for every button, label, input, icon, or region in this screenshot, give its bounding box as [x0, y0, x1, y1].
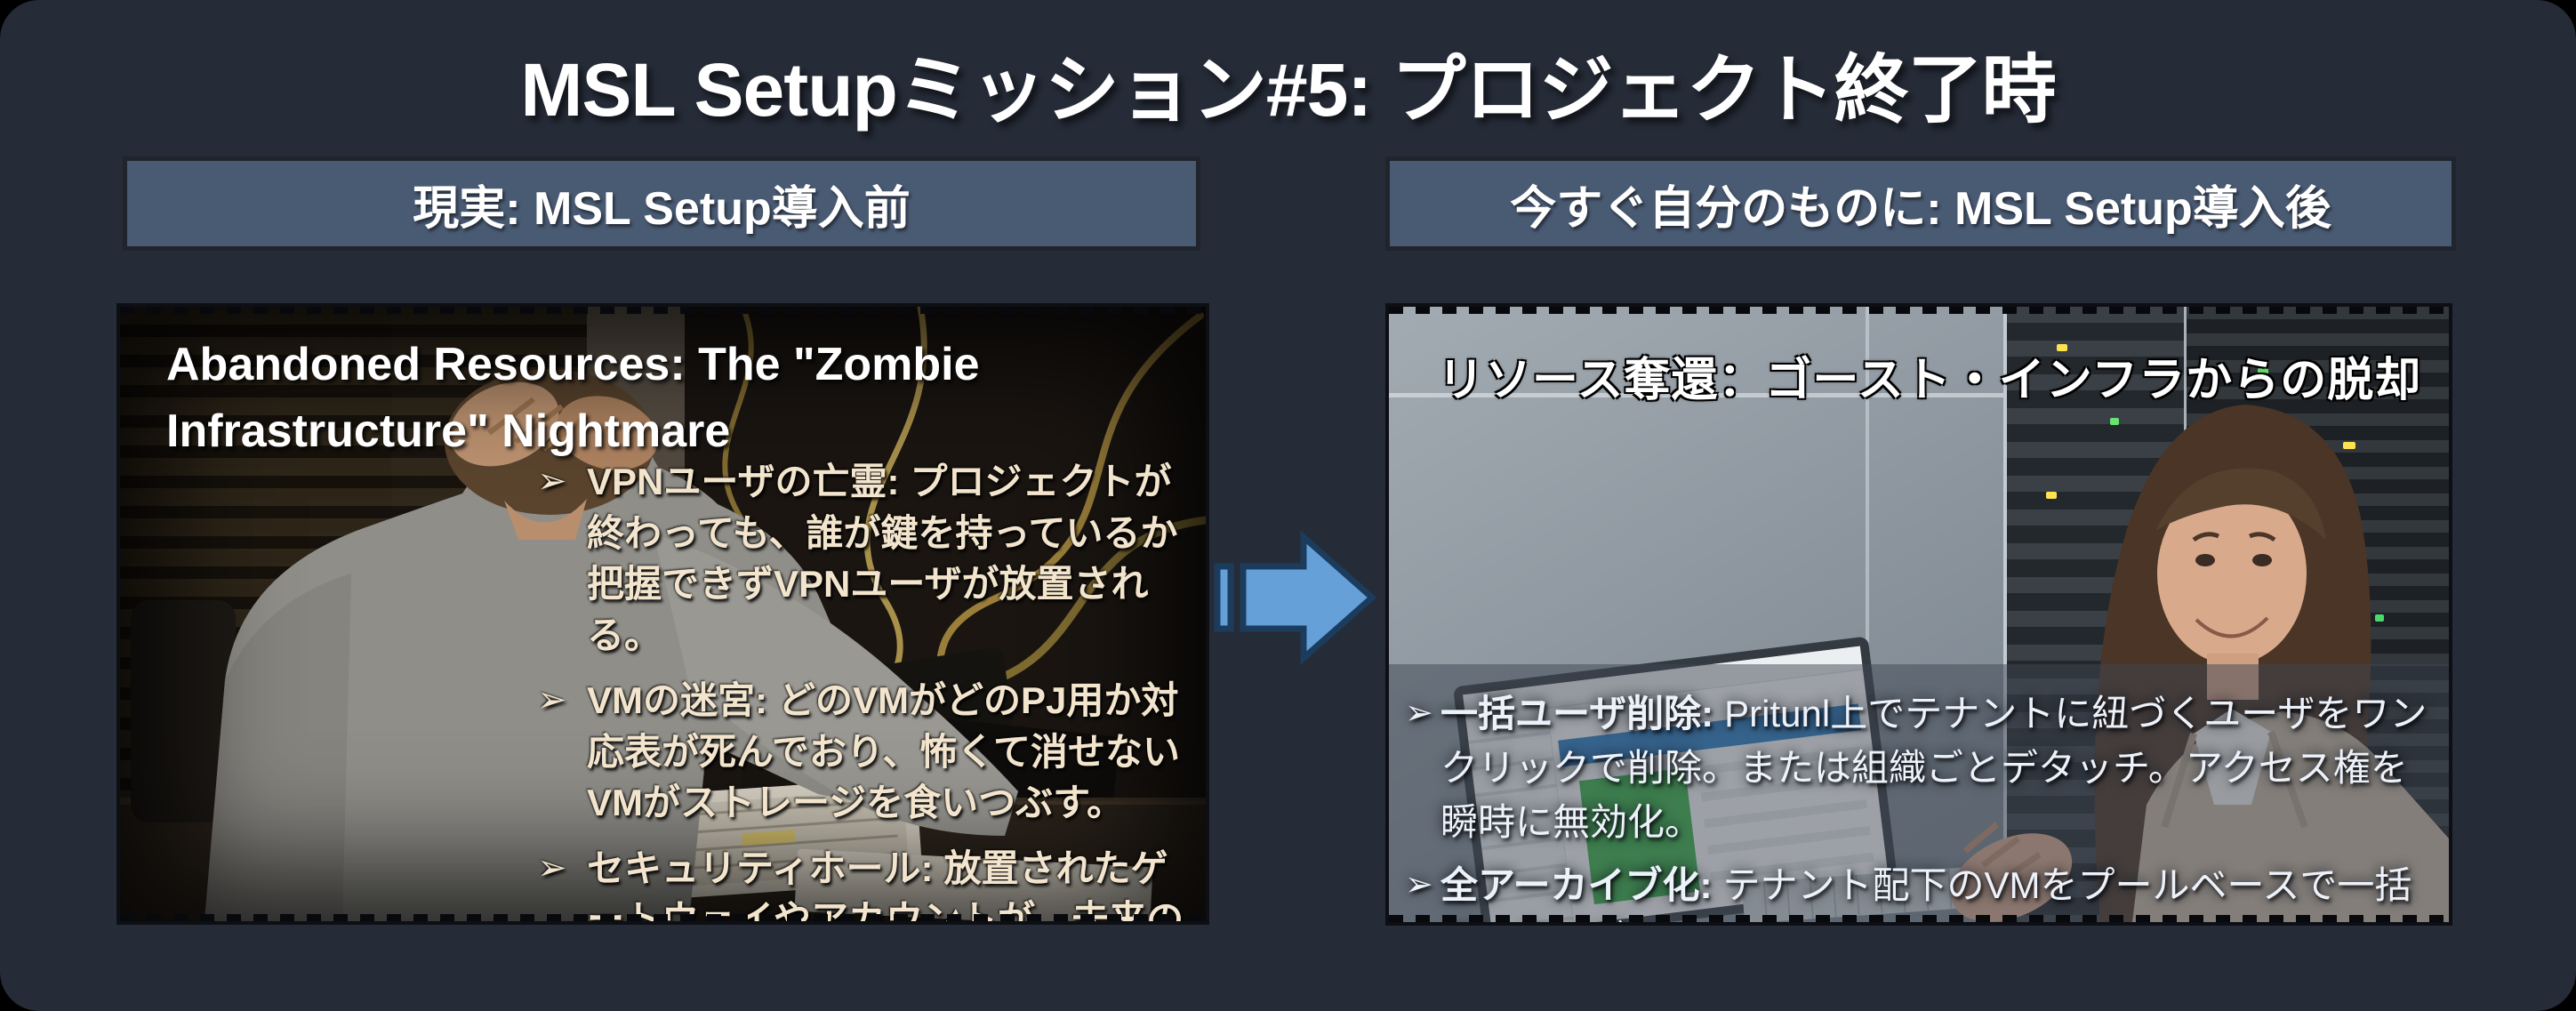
- bullet-lead: 一括ユーザ削除:: [1440, 693, 1714, 734]
- bullet-lead: VPNユーザの亡霊:: [587, 461, 900, 502]
- after-bullet-list: ➢ 一括ユーザ削除:Pritunl上でテナントに紐づくユーザをワンクリックで削除…: [1405, 687, 2433, 922]
- bullet-lead: VMの迷宮:: [587, 679, 767, 722]
- torn-edge-top: [1389, 307, 2449, 314]
- torn-edge-bottom: [1389, 915, 2449, 922]
- led-indicator: [2374, 614, 2384, 622]
- after-photo-title: リソース奪還：ゴースト・インフラからの脱却: [1438, 355, 2422, 406]
- torn-edge-top: [120, 307, 1206, 314]
- led-indicator: [2056, 343, 2067, 351]
- bullet-text: どのVMがどのPJ用か対応表が死んでおり、怖くて消せないVMがストレージを食いつ…: [587, 679, 1180, 824]
- before-photo-title: Abandoned Resources: The "Zombie Infrast…: [166, 339, 980, 458]
- led-indicator: [2342, 442, 2355, 450]
- bullet-backdrop-overlay: [1389, 664, 2449, 922]
- chair-illustration: [131, 600, 236, 822]
- glass-frame-line: [1866, 307, 1870, 677]
- glass-frame-line: [1389, 392, 2047, 397]
- striped-right-arrow-icon: [1214, 530, 1377, 665]
- led-indicator: [2046, 491, 2058, 499]
- bullet-lead: 全アーカイブ化:: [1440, 863, 1713, 906]
- stressed-engineer-illustration: [120, 307, 1206, 921]
- arrow-bullet-icon: ➢: [1405, 694, 1433, 732]
- list-item: ➢ VPNユーザの亡霊:プロジェクトが終わっても、誰が鍵を持っているか把握できず…: [537, 456, 1199, 661]
- before-bullet-list: ➢ VPNユーザの亡霊:プロジェクトが終わっても、誰が鍵を持っているか把握できず…: [537, 456, 1199, 921]
- led-indicator: [2109, 417, 2119, 425]
- after-header-label: 今すぐ自分のものに: MSL Setup導入後: [1510, 182, 2331, 235]
- list-item: ➢ 全アーカイブ化:テナント配下のVMをプールベースで一括アーカイブ。: [1405, 859, 2433, 922]
- bullet-text: Pritunl上でテナントに紐づくユーザをワンクリックで削除。または組織ごとデタ…: [1440, 693, 2428, 843]
- bullet-lead: セキュリティホール:: [587, 847, 934, 889]
- transition-arrow: [1211, 526, 1380, 669]
- before-header-label: 現実: MSL Setup導入前: [413, 182, 911, 235]
- arrow-bullet-icon: ➢: [537, 461, 567, 501]
- list-item: ➢ VMの迷宮:どのVMがどのPJ用か対応表が死んでおり、怖くて消せないVMがス…: [537, 675, 1199, 829]
- torn-edge-bottom: [120, 914, 1206, 921]
- arrow-bullet-icon: ➢: [537, 680, 567, 720]
- list-item: ➢ 一括ユーザ削除:Pritunl上でテナントに紐づくユーザをワンクリックで削除…: [1405, 687, 2433, 850]
- list-item: ➢ セキュリティホール:放置されたゲートウェイやアカウントが、未来の脆弱性の温床…: [537, 843, 1199, 921]
- after-photo-panel: リソース奪還：ゴースト・インフラからの脱却 ➢ 一括ユーザ削除:Pritunl上…: [1389, 307, 2449, 922]
- bullet-text: プロジェクトが終わっても、誰が鍵を持っているか把握できずVPNユーザが放置される…: [587, 461, 1178, 656]
- led-indicator: [2258, 368, 2269, 376]
- slide-title: MSL Setupミッション#5: プロジェクト終了時: [520, 48, 2056, 132]
- before-photo-panel: Abandoned Resources: The "Zombie Infrast…: [120, 307, 1206, 921]
- stressed-man-figure: [205, 369, 1018, 921]
- arrow-bullet-icon: ➢: [537, 847, 567, 887]
- after-header-bar: 今すぐ自分のものに: MSL Setup導入後: [1385, 156, 2456, 251]
- before-header-bar: 現実: MSL Setup導入前: [123, 156, 1200, 251]
- arrow-bullet-icon: ➢: [1405, 865, 1433, 903]
